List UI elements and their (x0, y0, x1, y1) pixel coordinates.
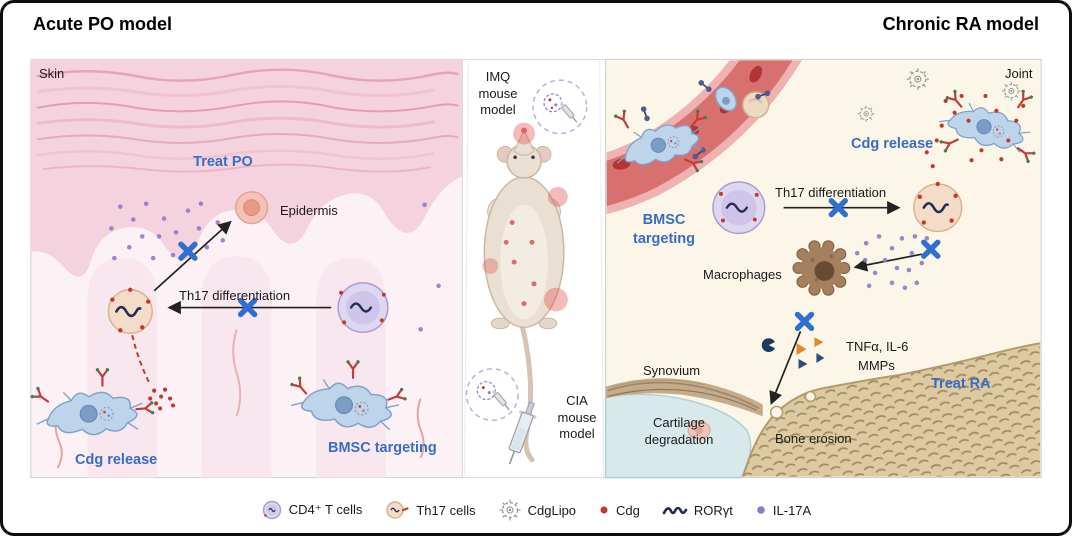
cdg-release-label-right: Cdg release (851, 136, 934, 152)
legend: CD4⁺ T cells Th17 cells Cdg (3, 490, 1069, 530)
cdg-dots-right-art (924, 93, 1026, 169)
synovium-label: Synovium (643, 363, 701, 378)
joint-region-label: Joint (1005, 66, 1033, 81)
extravasating-bmsc-art (714, 86, 738, 112)
cd4-t-cell-icon (261, 499, 283, 521)
cia-model-label: CIA mouse model (557, 393, 597, 442)
syringe-icon (559, 102, 578, 123)
legend-item-th17-cells: Th17 cells (384, 499, 476, 521)
legend-item-il17a: IL-17A (755, 503, 811, 518)
cd4-t-cell-left-art (337, 282, 389, 334)
legend-label: IL-17A (772, 502, 812, 518)
bone-erosion-label: Bone erosion (775, 431, 852, 446)
imq-inoculum-circle (532, 79, 588, 135)
cytokine-shapes-art (761, 337, 825, 369)
il17a-icon (755, 504, 767, 516)
th17-differentiation-label-right: Th17 differentiation (775, 185, 887, 200)
mouse-illustration (482, 122, 568, 463)
legend-label: Th17 cells (416, 502, 476, 518)
legend-item-cdglipo: CdgLipo (498, 498, 576, 522)
legend-label: CdgLipo (527, 502, 577, 518)
joint-panel-art (604, 58, 1042, 479)
treat-po-label: Treat PO (193, 154, 253, 170)
title-acute-po: Acute PO model (33, 14, 173, 34)
th17-differentiation-label-left: Th17 differentiation (179, 288, 291, 303)
cd4-t-cell-right-art (712, 181, 766, 235)
cytokines-label-line2: MMPs (858, 358, 895, 373)
macrophages-label: Macrophages (703, 267, 782, 282)
stromal-cell-art (742, 91, 770, 119)
legend-label: CD4⁺ T cells (288, 502, 363, 517)
syringe-icon-large (508, 401, 537, 465)
th17-cell-left-art (107, 287, 153, 335)
cdglipo-icon (498, 498, 522, 522)
bmsc-targeting-label-right: BMSC targeting (632, 212, 696, 247)
cartilage-degradation-label: Cartilage degradation (644, 415, 714, 447)
synovium-art (605, 378, 763, 417)
roryt-icon (662, 502, 688, 518)
bmsc-targeting-label-left: BMSC targeting (328, 440, 437, 456)
legend-item-roryt: RORγt (662, 502, 733, 518)
bone-art (742, 342, 1041, 477)
il17a-dots-right-art (854, 234, 930, 291)
cdg-release-label-left: Cdg release (75, 452, 158, 468)
macrophage-art (792, 240, 851, 296)
il17a-dots-left-art (109, 201, 441, 332)
cdg-trail-left-art (131, 335, 176, 411)
legend-item-cdg: Cdg (598, 503, 640, 518)
legend-label: RORγt (693, 502, 733, 518)
imq-model-label: IMQ mouse model (478, 69, 518, 118)
cdg-icon (598, 504, 610, 516)
cia-inoculum-circle (465, 368, 519, 421)
epidermis-label: Epidermis (280, 203, 338, 218)
th17-cell-icon (384, 499, 410, 521)
figure-artwork (28, 58, 1042, 479)
legend-label: Cdg (616, 502, 640, 518)
legend-item-cd4-t-cells: CD4⁺ T cells (261, 499, 363, 521)
title-chronic-ra: Chronic RA model (882, 14, 1039, 34)
epidermis-cell-art (234, 191, 269, 225)
mouse-panel-art (461, 58, 607, 479)
skin-region-label: Skin (39, 66, 65, 81)
cytokines-label-line1: TNFα, IL-6 (846, 339, 909, 354)
syringe-icon (492, 389, 510, 411)
cartilage-art (604, 393, 752, 479)
treat-ra-label: Treat RA (931, 376, 991, 392)
th17-cell-right-art (913, 181, 963, 233)
